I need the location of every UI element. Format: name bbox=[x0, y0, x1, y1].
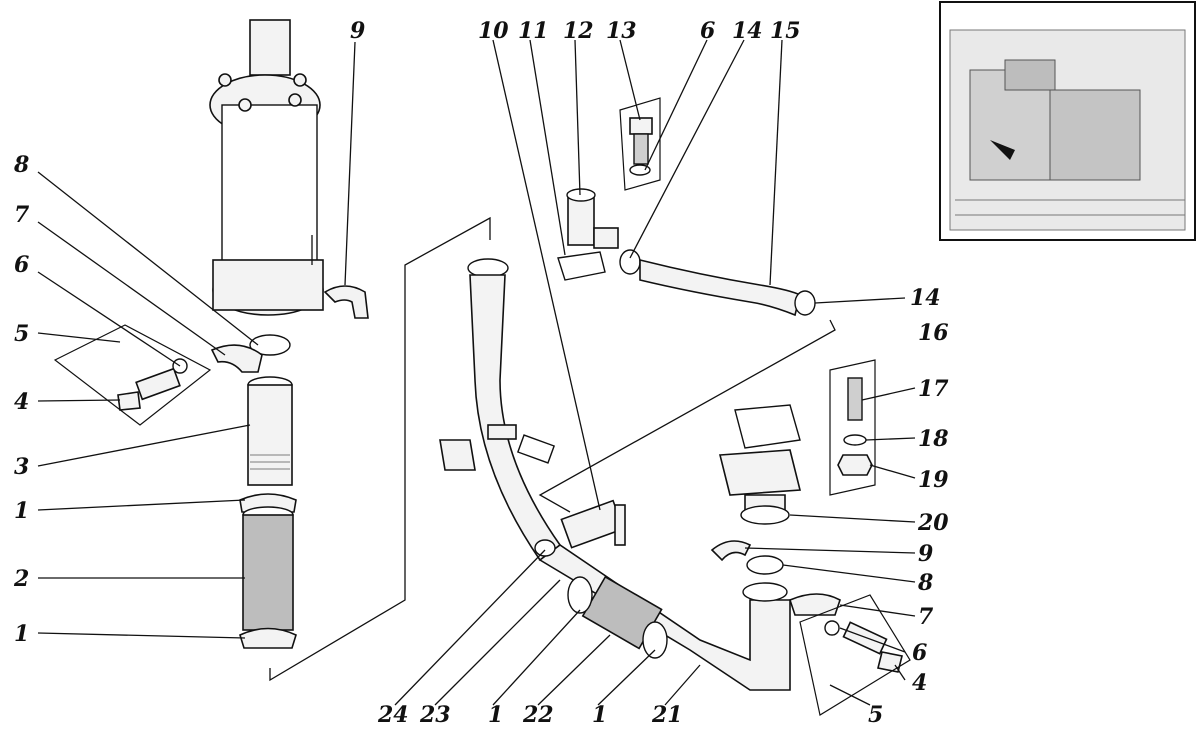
callout-9-top: 9 bbox=[350, 18, 365, 44]
gasket-8-left bbox=[249, 334, 291, 356]
clamp-1-bottom-b bbox=[642, 621, 668, 659]
callout-2: 2 bbox=[13, 566, 29, 592]
callout-6-left: 6 bbox=[14, 252, 29, 278]
callout-5-right: 5 bbox=[868, 702, 883, 728]
callout-4-left: 4 bbox=[14, 389, 29, 415]
callout-22: 22 bbox=[522, 702, 554, 728]
ring-24 bbox=[534, 539, 556, 557]
callout-11: 11 bbox=[518, 18, 549, 44]
clamp-9-top bbox=[323, 285, 369, 319]
callout-19: 19 bbox=[918, 467, 949, 493]
gasket-16 bbox=[734, 404, 801, 449]
clamp-1-upper bbox=[239, 493, 297, 513]
callout-box-right-upper bbox=[829, 359, 876, 496]
callout-1-bottom-b: 1 bbox=[592, 702, 607, 728]
gasket-8-right bbox=[746, 555, 784, 575]
hose-15 bbox=[639, 258, 801, 317]
clamp-14-top bbox=[619, 249, 641, 275]
callout-box-right-lower bbox=[799, 594, 911, 716]
callout-17: 17 bbox=[918, 376, 949, 402]
assembly-path-line-right bbox=[538, 319, 836, 513]
clamp-14-right bbox=[794, 290, 816, 316]
callout-6-right: 6 bbox=[912, 640, 927, 666]
callout-8-left: 8 bbox=[13, 152, 29, 178]
pipe-3 bbox=[247, 376, 293, 486]
callout-box-left bbox=[53, 324, 212, 426]
clamp-9-right bbox=[710, 540, 752, 562]
fitting-small bbox=[487, 424, 556, 464]
callout-3: 3 bbox=[14, 454, 29, 480]
callout-labels: 9 10 11 12 13 6 14 15 8 7 6 5 4 3 1 2 1 … bbox=[13, 18, 949, 728]
callout-13: 13 bbox=[606, 18, 637, 44]
callout-9-right: 9 bbox=[918, 541, 933, 567]
callout-10: 10 bbox=[478, 18, 509, 44]
callout-14-right: 14 bbox=[910, 285, 941, 311]
callout-15: 15 bbox=[770, 18, 801, 44]
callout-5-left: 5 bbox=[14, 321, 29, 347]
washer-18 bbox=[843, 434, 867, 446]
callout-1-lower: 1 bbox=[14, 621, 29, 647]
stud-17 bbox=[847, 377, 863, 421]
callout-16: 16 bbox=[918, 320, 949, 346]
callout-1-upper: 1 bbox=[14, 498, 29, 524]
leader-lines bbox=[37, 39, 916, 706]
callout-14-top: 14 bbox=[732, 18, 763, 44]
inset-location-view bbox=[939, 1, 1196, 241]
flange-20 bbox=[718, 449, 802, 525]
callout-4-right: 4 bbox=[912, 670, 927, 696]
bolt-13 bbox=[629, 117, 653, 165]
hose-2 bbox=[242, 506, 294, 631]
washer-6-top bbox=[629, 164, 651, 176]
location-arrow-icon bbox=[990, 140, 1015, 160]
clamp-7-left bbox=[210, 344, 263, 373]
clamp-7-right bbox=[789, 593, 841, 616]
air-cleaner-housing bbox=[209, 19, 324, 316]
callout-12: 12 bbox=[563, 18, 594, 44]
callout-8-right: 8 bbox=[917, 570, 933, 596]
callout-6-top: 6 bbox=[700, 18, 715, 44]
elbow-12 bbox=[566, 188, 619, 249]
callout-1-bottom-a: 1 bbox=[488, 702, 503, 728]
callout-18: 18 bbox=[918, 426, 949, 452]
clamp-1-lower bbox=[239, 627, 297, 649]
drain-valve-10 bbox=[560, 499, 626, 549]
gasket-11 bbox=[557, 251, 606, 281]
callout-7-left: 7 bbox=[14, 202, 30, 228]
callout-21: 21 bbox=[651, 702, 683, 728]
nut-19 bbox=[837, 454, 873, 476]
callout-20: 20 bbox=[917, 510, 949, 536]
bolt-4-left bbox=[117, 367, 181, 411]
callout-7-right: 7 bbox=[918, 604, 934, 630]
callout-24: 24 bbox=[377, 702, 409, 728]
assembly-path-line-left bbox=[269, 216, 491, 682]
clamp-1-bottom-a bbox=[567, 576, 593, 614]
washer-6-right bbox=[824, 620, 840, 636]
bolt-4-right bbox=[842, 621, 903, 673]
callout-23: 23 bbox=[419, 702, 451, 728]
callout-box-top bbox=[619, 97, 661, 191]
